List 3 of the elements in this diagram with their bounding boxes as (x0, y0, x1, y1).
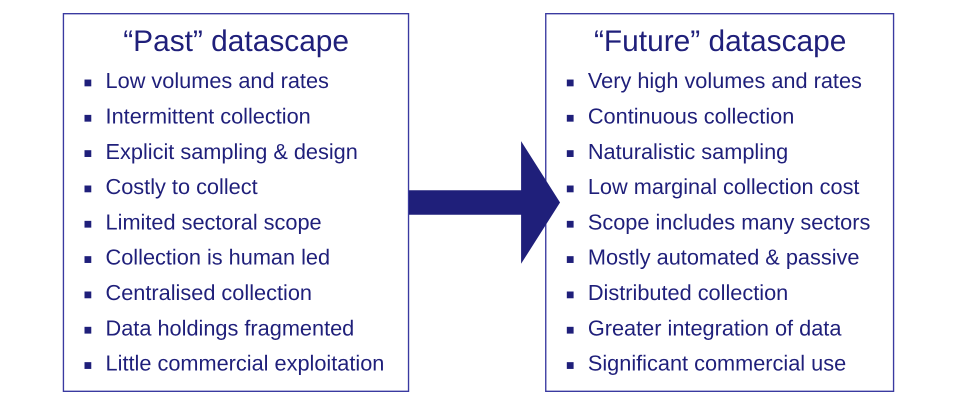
node-box: “Past” datascape Low volumes and rates Intermittent collection Explicit sampling & design Costly to collect Limited sectoral scope Collection is human led Centralised collection Data holdings fragmented Little commercial exploitation (62, 12, 409, 392)
arrow (408, 141, 560, 264)
node-box: “Future” datascape Very high volumes and rates Continuous collection Naturalistic sampling Low marginal collection cost Scope includes many sectors Mostly automated & passive Distributed collection Greater integration of data Significant commercial use (544, 12, 894, 392)
